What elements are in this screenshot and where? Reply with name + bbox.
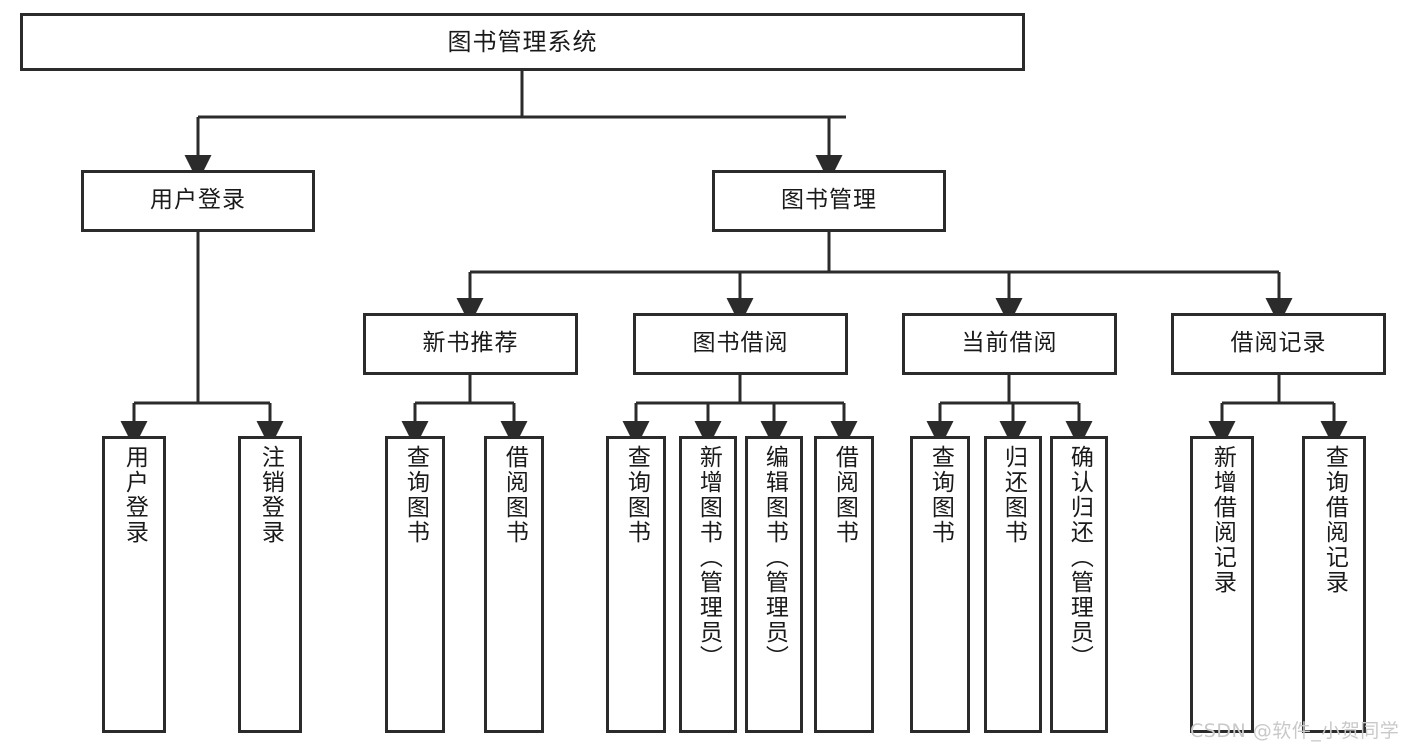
leaf-query-book-new[interactable]: 查询图书 [385, 436, 445, 733]
node-book-borrowing[interactable]: 图书借阅 [633, 313, 848, 375]
leaf-confirm-return-admin[interactable]: 确认归还（管理员） [1050, 436, 1108, 733]
node-root-system[interactable]: 图书管理系统 [20, 13, 1025, 71]
node-label: 借阅图书 [501, 445, 528, 545]
leaf-return-book[interactable]: 归还图书 [984, 436, 1042, 733]
node-label: 借阅图书 [831, 445, 858, 545]
node-label: 查询图书 [623, 445, 650, 545]
node-label: 新书推荐 [422, 330, 519, 357]
leaf-query-book-borrow[interactable]: 查询图书 [606, 436, 666, 733]
node-book-management[interactable]: 图书管理 [712, 170, 946, 232]
node-label: 查询图书 [927, 445, 954, 545]
leaf-edit-book-admin[interactable]: 编辑图书（管理员） [745, 436, 803, 733]
node-label: 当前借阅 [961, 330, 1058, 357]
watermark: CSDN @软件_小贺同学 [1190, 720, 1400, 742]
node-label: 用户登录 [121, 445, 148, 545]
node-label: 查询图书 [402, 445, 429, 545]
node-borrow-records[interactable]: 借阅记录 [1171, 313, 1386, 375]
leaf-query-borrow-record[interactable]: 查询借阅记录 [1302, 436, 1366, 733]
node-label: 图书管理 [781, 187, 877, 214]
node-label: 编辑图书（管理员） [761, 445, 788, 670]
node-current-borrowing[interactable]: 当前借阅 [902, 313, 1117, 375]
leaf-borrow-book-new[interactable]: 借阅图书 [484, 436, 544, 733]
node-user-login[interactable]: 用户登录 [81, 170, 315, 232]
leaf-user-login[interactable]: 用户登录 [102, 436, 166, 733]
node-label: 借阅记录 [1230, 330, 1327, 357]
leaf-add-borrow-record[interactable]: 新增借阅记录 [1190, 436, 1254, 733]
node-label: 确认归还（管理员） [1066, 445, 1093, 670]
leaf-logout[interactable]: 注销登录 [238, 436, 302, 733]
node-label: 注销登录 [257, 445, 284, 545]
node-label: 新增借阅记录 [1209, 445, 1236, 595]
node-label: 用户登录 [150, 187, 246, 214]
node-label: 新增图书（管理员） [695, 445, 722, 670]
node-new-book-recommendation[interactable]: 新书推荐 [363, 313, 578, 375]
leaf-query-book-current[interactable]: 查询图书 [910, 436, 970, 733]
node-label: 图书借阅 [692, 330, 789, 357]
node-label: 图书管理系统 [447, 27, 598, 56]
leaf-borrow-book[interactable]: 借阅图书 [814, 436, 874, 733]
node-label: 查询借阅记录 [1321, 445, 1348, 595]
node-label: 归还图书 [1000, 445, 1027, 545]
leaf-add-book-admin[interactable]: 新增图书（管理员） [679, 436, 737, 733]
